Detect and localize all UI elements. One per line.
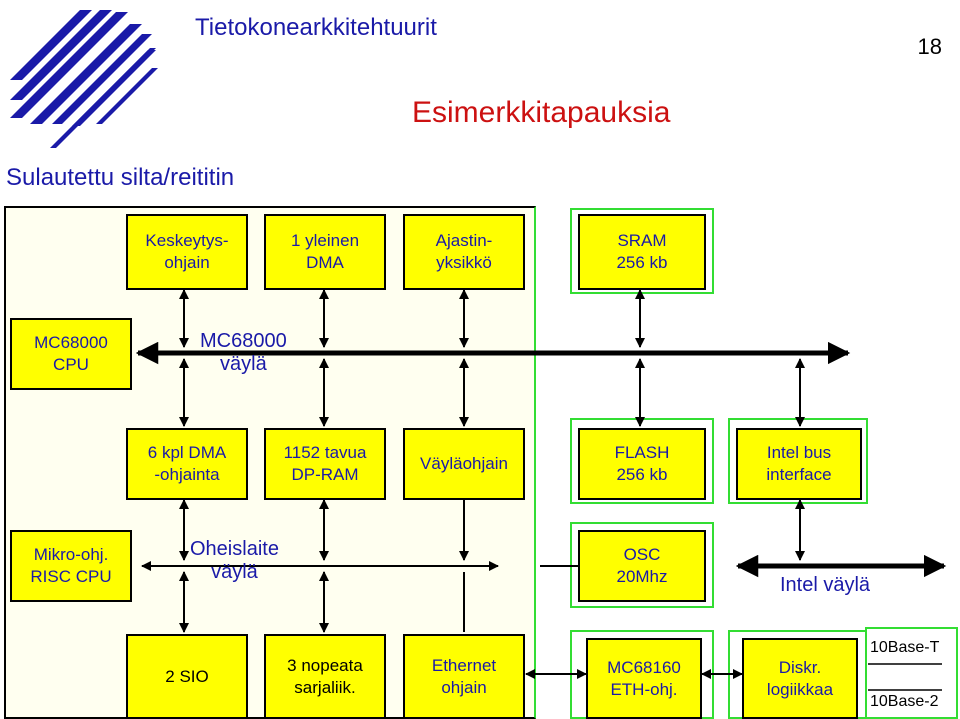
sram-line-1: SRAM (617, 231, 667, 250)
discrete-line-1: Diskr. (778, 657, 822, 677)
bus-controller-line-1: Väyläohjain (420, 454, 508, 473)
flash-line-1: FLASH (614, 443, 670, 462)
page-number: 18 (917, 34, 942, 59)
mc68000-bus-label-line-1: MC68000 (200, 330, 287, 352)
sram-line-2: 256 kb (616, 253, 668, 272)
dpram-line-1: 1152 tavua (283, 443, 367, 462)
ethernet-line-1: Ethernet (431, 655, 497, 675)
dma-general-line-2: DMA (306, 253, 344, 272)
interrupt-line-1: Keskeytys- (145, 231, 229, 250)
sio-box: 2 SIO (126, 634, 248, 719)
risc-cpu-line-1: Mikro-ohj. (33, 545, 109, 564)
course-title: Tietokonearkkitehtuurit (195, 14, 437, 41)
port-frame (865, 627, 958, 719)
interrupt-line-2: ohjain (164, 253, 210, 272)
sio-line-1: 2 SIO (165, 666, 209, 686)
risc-cpu-box: Mikro-ohj. RISC CPU (10, 530, 132, 602)
diagram-title: Sulautettu silta/reititin (6, 164, 235, 191)
fast-serial-line-1: 3 nopeata (287, 655, 363, 675)
osc-line-2: 20Mhz (616, 567, 668, 586)
dma6-line-2: -ohjainta (154, 465, 220, 484)
discrete-logic-box: Diskr. logiikkaa (742, 638, 858, 719)
dpram-box: 1152 tavua DP-RAM (264, 428, 386, 500)
striped-diagonal-logo (10, 10, 158, 148)
intel-interface-line-2: interface (766, 465, 832, 484)
intel-bus-label: Intel väylä (780, 574, 871, 596)
slide-title: Esimerkkitapauksia (412, 96, 671, 129)
discrete-line-2: logiikkaa (766, 679, 834, 699)
dpram-line-2: DP-RAM (291, 465, 359, 484)
peripheral-bus-label: Oheislaite väylä (190, 538, 279, 584)
sram-box: SRAM 256 kb (578, 214, 706, 290)
port-10base-2: 10Base-2 (870, 693, 939, 710)
flash-box: FLASH 256 kb (578, 428, 706, 500)
timer-line-1: Ajastin- (435, 231, 493, 250)
port-10base-t: 10Base-T (870, 639, 940, 656)
fast-serial-line-2: sarjaliik. (294, 677, 356, 697)
timer-box: Ajastin- yksikkö (403, 214, 525, 290)
intel-interface-box: Intel bus interface (736, 428, 862, 500)
flash-line-2: 256 kb (616, 465, 668, 484)
mc68160-line-1: MC68160 (607, 657, 681, 677)
timer-line-2: yksikkö (436, 253, 492, 272)
bus-controller-box: Väyläohjain (403, 428, 525, 500)
cpu-box: MC68000 CPU (10, 318, 132, 390)
ethernet-box: Ethernet ohjain (403, 634, 525, 719)
osc-box: OSC 20Mhz (578, 530, 706, 602)
cpu-line-1: MC68000 (34, 333, 108, 352)
dma6-box: 6 kpl DMA -ohjainta (126, 428, 248, 500)
dma6-line-1: 6 kpl DMA (147, 443, 227, 462)
dma-general-line-1: 1 yleinen (290, 231, 360, 250)
interrupt-controller-box: Keskeytys- ohjain (126, 214, 248, 290)
risc-cpu-line-2: RISC CPU (30, 567, 112, 586)
mc68000-bus-label: MC68000 väylä (200, 330, 287, 376)
ethernet-line-2: ohjain (441, 677, 487, 697)
dma-general-box: 1 yleinen DMA (264, 214, 386, 290)
fast-serial-box: 3 nopeata sarjaliik. (264, 634, 386, 719)
intel-interface-line-1: Intel bus (766, 443, 832, 462)
cpu-line-2: CPU (53, 355, 89, 374)
mc68160-line-2: ETH-ohj. (610, 679, 678, 699)
peripheral-bus-label-line-1: Oheislaite (190, 538, 279, 560)
osc-line-1: OSC (623, 545, 661, 564)
mc68160-box: MC68160 ETH-ohj. (586, 638, 702, 719)
mc68000-bus-label-line-2: väylä (220, 353, 267, 375)
peripheral-bus-label-line-2: väylä (211, 561, 258, 583)
